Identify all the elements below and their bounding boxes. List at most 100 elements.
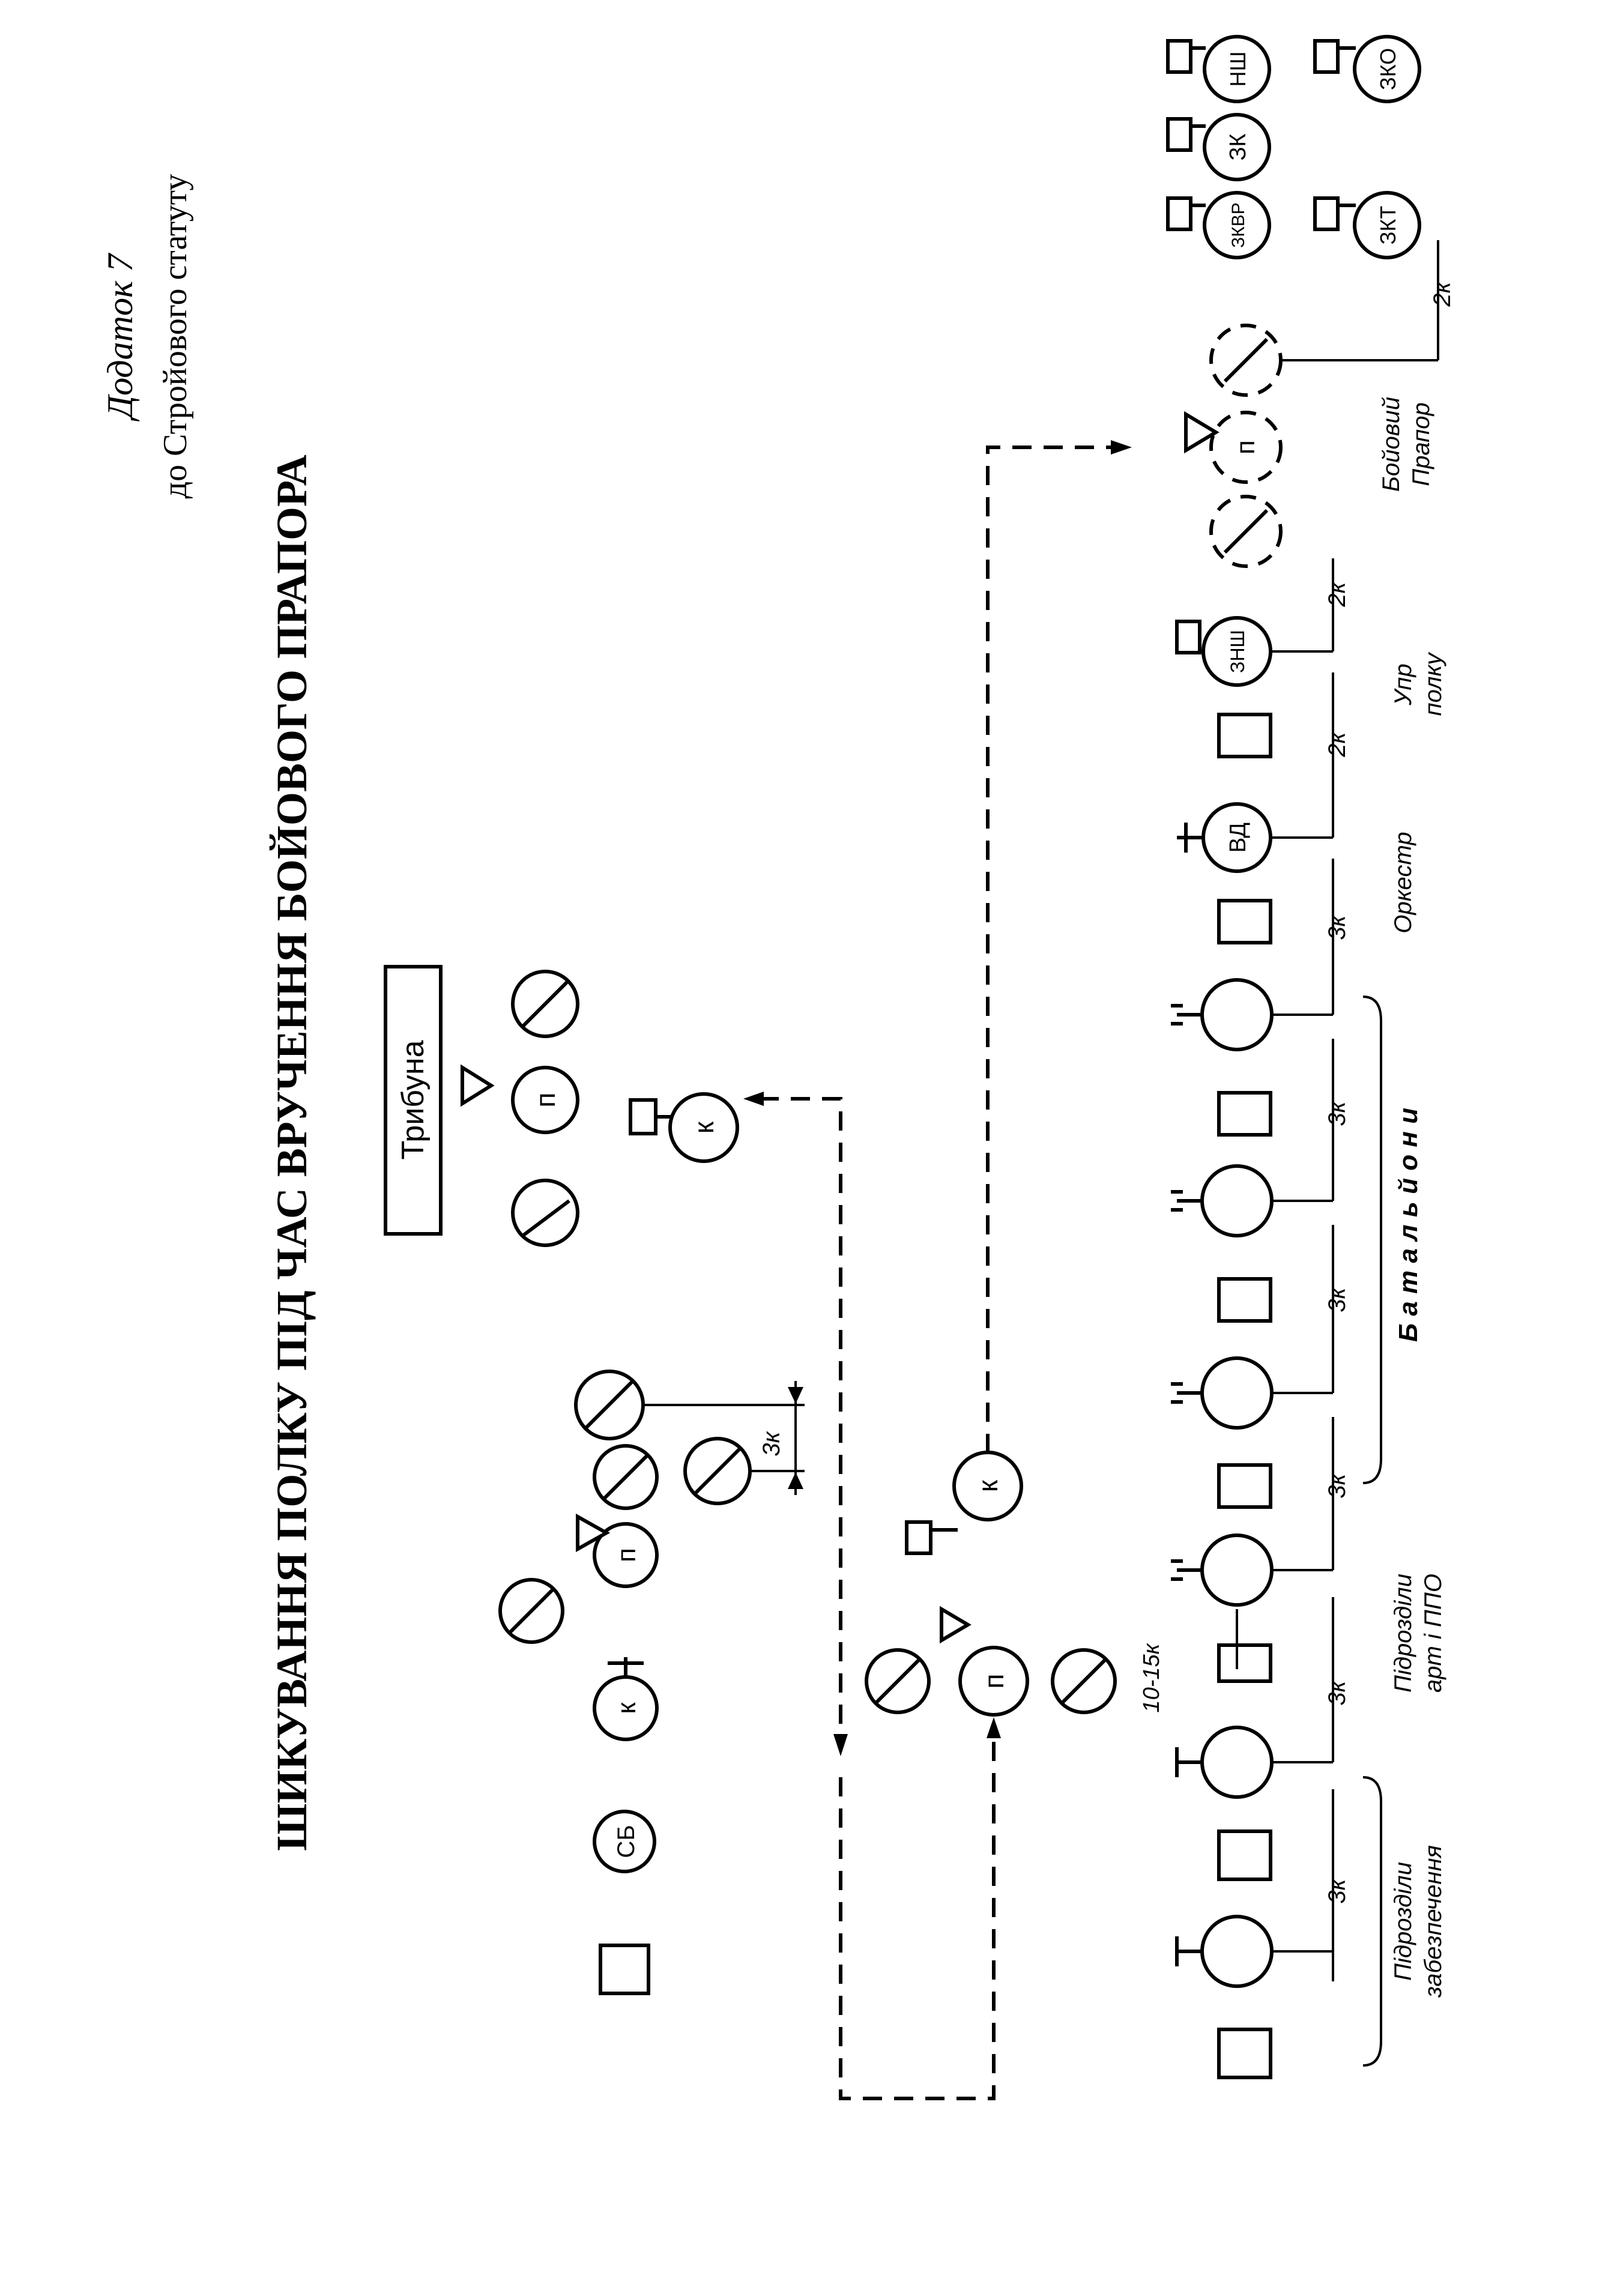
triangle-mark <box>1184 411 1220 454</box>
sb-circle <box>593 1810 656 1873</box>
zkvr-label: ЗКВР <box>1229 202 1248 248</box>
unit-circle <box>1200 1164 1274 1237</box>
zkt-label: ЗКТ <box>1376 206 1400 245</box>
zkvr-circle <box>1203 191 1271 259</box>
vehicle-box <box>1217 899 1272 944</box>
center-group: п к <box>865 1451 1117 1717</box>
slash-mark <box>519 978 571 1030</box>
p-label: п <box>530 1093 561 1108</box>
annex-title: Додаток 7 <box>100 252 140 421</box>
zko-circle <box>1353 35 1421 103</box>
tribune: Трибуна <box>384 965 443 1236</box>
flag-bearer-dashed <box>1209 411 1283 484</box>
triangle-mark <box>940 1606 972 1644</box>
group-label: полку <box>1420 651 1446 716</box>
vehicle-box <box>599 1944 650 1995</box>
k-label: к <box>612 1702 641 1714</box>
group-label: забезпечення <box>1420 1845 1446 1998</box>
group-label: Прапор <box>1408 402 1434 486</box>
znsh-label: ЗНШ <box>1227 630 1248 673</box>
vd-label: ВД <box>1226 823 1251 853</box>
vehicle-box <box>1217 1463 1272 1509</box>
slash-mark <box>1223 337 1269 383</box>
triangle-mark <box>461 1064 495 1107</box>
vehicle-box <box>1217 2028 1272 2079</box>
flag-mark <box>1166 117 1192 152</box>
upper-left-group: СБ к п 3к <box>498 1370 805 1995</box>
group-label: Б а т а л ь й о н и <box>1394 1108 1423 1342</box>
diagram-title: ШИКУВАННЯ ПОЛКУ ПІД ЧАС ВРУЧЕННЯ БОЙОВОГ… <box>268 455 316 1850</box>
unit-circle <box>1200 1726 1274 1799</box>
route-dashed <box>986 446 1111 1453</box>
zk-label: ЗК <box>1226 133 1251 160</box>
arrowhead <box>1111 440 1132 455</box>
tribune-officials: п к <box>461 970 739 1247</box>
unit-circle <box>1200 978 1274 1051</box>
distance-label: 2к <box>1429 280 1455 307</box>
arrowhead <box>788 1472 803 1489</box>
nsh-label: НШ <box>1226 52 1250 87</box>
distance-label: 3к <box>1324 1878 1350 1903</box>
commander-k-circle <box>668 1092 739 1163</box>
commander-circle <box>511 1066 579 1134</box>
group-label: арт і ППО <box>1420 1574 1446 1693</box>
distance-label: 2к <box>1324 731 1350 757</box>
arrowhead <box>788 1387 803 1404</box>
flag-mark <box>1313 39 1340 74</box>
tribune-box <box>384 965 443 1236</box>
p-circle <box>593 1522 659 1588</box>
distance-label: 10-15к <box>1139 1642 1164 1712</box>
flag-mark <box>629 1098 657 1135</box>
distance-label: 3к <box>1324 914 1350 940</box>
route-dashed <box>839 1729 996 2100</box>
slash-mark <box>584 1379 635 1430</box>
p-label: п <box>612 1548 641 1562</box>
triangle-mark <box>576 1513 611 1553</box>
annex-subtitle: до Стройового статуту <box>157 174 194 499</box>
vehicle-box <box>1217 713 1272 758</box>
p-circle <box>958 1646 1029 1717</box>
vehicle-box <box>1217 1829 1272 1881</box>
flag-mark <box>1313 196 1340 231</box>
group-label: Підрозділи <box>1390 1574 1416 1693</box>
dimension-lines: 3к 3к 3к 3к 3к 3к 2к 2к 2к 10-15к <box>1139 240 1455 1981</box>
distance-label: 3к <box>1324 1100 1350 1126</box>
annex-header: Додаток 7 до Стройового статуту <box>100 174 194 499</box>
flag-mark <box>905 1520 932 1555</box>
unit-circle <box>1200 1533 1274 1607</box>
tribune-label: Трибуна <box>396 1040 431 1159</box>
route-dashed <box>760 1097 842 1735</box>
slash-mark <box>874 1657 922 1705</box>
march-route <box>743 440 1132 2100</box>
flag-mark <box>1166 39 1192 74</box>
distance-label: 3к <box>1324 1286 1350 1312</box>
vehicle-box <box>1217 1091 1272 1137</box>
zk-circle <box>1203 113 1271 181</box>
group-label: Оркестр <box>1390 832 1416 933</box>
zko-label: ЗКО <box>1376 48 1400 90</box>
vehicle-box <box>1217 1277 1272 1323</box>
unit-circle <box>1200 1356 1274 1430</box>
arrowhead <box>833 1734 848 1756</box>
sb-label: СБ <box>613 1825 639 1858</box>
group-label: Підрозділи <box>1390 1862 1416 1981</box>
k-label: к <box>688 1121 719 1134</box>
nsh-circle <box>1203 35 1271 103</box>
p-label: п <box>978 1674 1009 1689</box>
arrowhead <box>743 1092 764 1106</box>
group-labels: Підрозділи забезпечення Підрозділи арт і… <box>1362 397 1446 2067</box>
slash-mark <box>507 1587 555 1635</box>
group-brace <box>1362 995 1382 1484</box>
flag-mark <box>1166 196 1192 231</box>
slash-mark <box>1223 509 1269 554</box>
unit-circle <box>1200 1915 1274 1988</box>
formation-row: ВД ЗНШ п ЗКВР ЗК НШ ЗКТ <box>1166 35 1438 2079</box>
distance-label: 2к <box>1324 581 1350 607</box>
k-circle <box>952 1451 1023 1521</box>
slash-mark <box>602 1453 650 1501</box>
zkt-circle <box>1353 191 1421 259</box>
slash-mark <box>520 1199 570 1239</box>
diagram-title-group: ШИКУВАННЯ ПОЛКУ ПІД ЧАС ВРУЧЕННЯ БОЙОВОГ… <box>268 455 316 1850</box>
